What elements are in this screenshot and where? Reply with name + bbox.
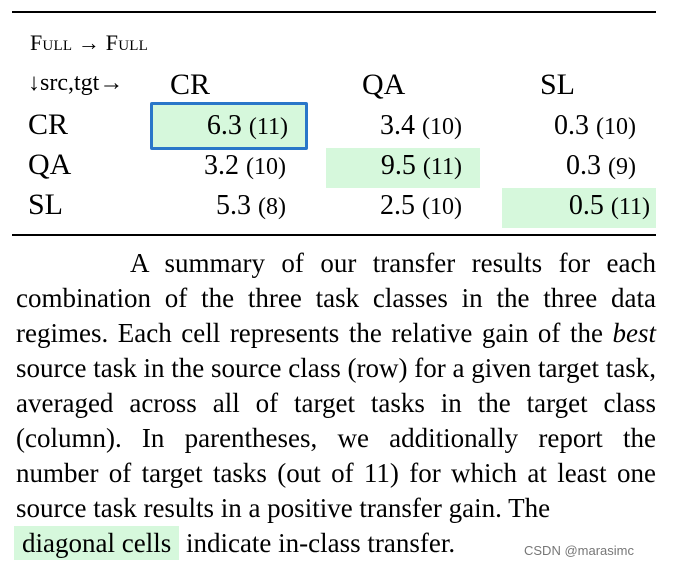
cell-qa-sl: 0.3 (9) — [566, 150, 636, 182]
table-heading: Full → Full — [30, 30, 148, 55]
diagonal-highlight-sl — [502, 188, 656, 228]
cell-qa-qa: 9.5 (11) — [381, 150, 462, 182]
cell-cr-qa: 3.4 (10) — [380, 110, 462, 142]
cell-value: 3.2 — [204, 150, 240, 181]
column-header-cr: CR — [170, 68, 211, 101]
cell-count: (11) — [610, 194, 650, 220]
cell-count: (10) — [596, 114, 636, 140]
cell-value: 2.5 — [380, 190, 416, 221]
cell-value: 3.4 — [380, 110, 416, 141]
cell-value: 0.5 — [568, 190, 604, 221]
cell-count: (11) — [248, 114, 288, 140]
cell-count: (9) — [608, 154, 636, 180]
cell-count: (10) — [246, 154, 286, 180]
row-label-cr: CR — [28, 108, 69, 141]
cell-cr-sl: 0.3 (10) — [554, 110, 636, 142]
caption-text-2: source task in the source class (row) fo… — [16, 353, 656, 523]
table-caption: A summary of our transfer results for ea… — [14, 246, 657, 561]
cell-value: 0.3 — [566, 150, 602, 181]
cell-count: (10) — [422, 194, 462, 220]
table-bottom-rule — [12, 234, 656, 236]
cell-count: (8) — [258, 194, 286, 220]
corner-label: ↓src,tgt→ — [28, 70, 124, 96]
cell-sl-qa: 2.5 (10) — [380, 190, 462, 222]
cell-count: (11) — [422, 154, 462, 180]
cell-sl-sl: 0.5 (11) — [569, 190, 650, 222]
cell-qa-cr: 3.2 (10) — [204, 150, 286, 182]
cell-value: 9.5 — [380, 150, 416, 181]
column-header-sl: SL — [540, 68, 576, 101]
caption-text-3: indicate in-class transfer. — [179, 528, 456, 558]
row-label-sl: SL — [28, 188, 64, 221]
cell-count: (10) — [422, 114, 462, 140]
table-top-rule — [12, 11, 656, 13]
cell-value: 5.3 — [216, 190, 252, 221]
caption-emphasis: best — [612, 318, 657, 348]
diagonal-highlight-qa — [326, 148, 480, 188]
row-label-qa: QA — [28, 148, 72, 181]
cell-value: 0.3 — [554, 110, 590, 141]
caption-highlight: diagonal cells — [14, 526, 180, 560]
caption-text-1: A summary of our transfer results for ea… — [16, 248, 656, 348]
watermark: CSDN @marasimc — [524, 543, 634, 558]
column-header-qa: QA — [362, 68, 406, 101]
cell-value: 6.3 — [206, 110, 242, 141]
cell-cr-cr: 6.3 (11) — [207, 110, 288, 142]
diagonal-highlight-cr — [152, 104, 306, 148]
selected-cell-outline — [150, 102, 308, 150]
cell-sl-cr: 5.3 (8) — [216, 190, 286, 222]
